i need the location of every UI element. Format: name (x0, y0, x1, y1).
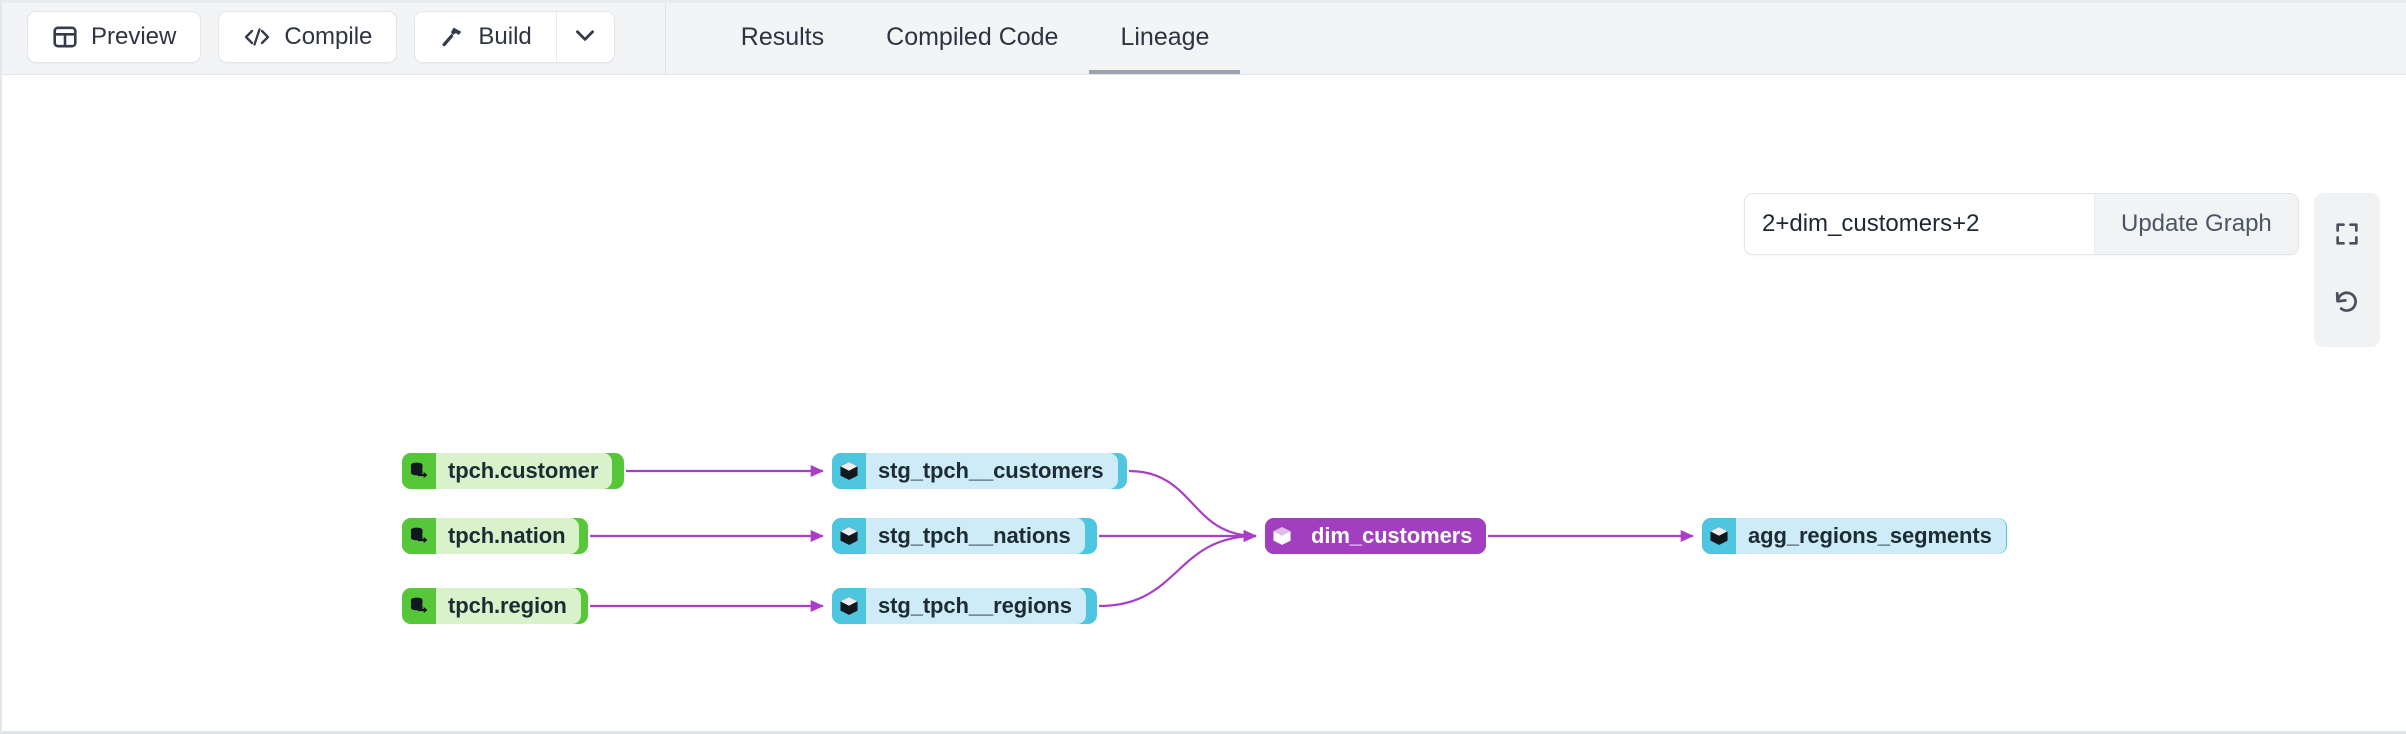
lineage-node-label: tpch.region (436, 588, 581, 624)
build-dropdown-toggle[interactable] (555, 12, 614, 62)
action-button-group: Preview Compile (2, 0, 666, 74)
tab-compiled-code-label: Compiled Code (886, 22, 1059, 51)
fullscreen-button[interactable] (2314, 201, 2380, 269)
update-graph-button[interactable]: Update Graph (2094, 194, 2298, 254)
lineage-edges (590, 465, 1694, 612)
reset-graph-button[interactable] (2314, 269, 2380, 337)
view-tabs: Results Compiled Code Lineage (666, 0, 1241, 74)
tab-lineage[interactable]: Lineage (1089, 0, 1241, 74)
graph-tool-stack (2314, 193, 2380, 347)
cube-model-icon (832, 588, 866, 624)
lineage-node-label: agg_regions_segments (1736, 518, 2006, 554)
compile-button-label: Compile (284, 23, 373, 50)
database-source-icon (402, 518, 436, 554)
table-icon (52, 24, 78, 50)
lineage-node-label: dim_customers (1299, 518, 1487, 554)
lineage-node-tpch_nation[interactable]: tpch.nation (402, 518, 588, 554)
tab-compiled-code[interactable]: Compiled Code (855, 0, 1089, 74)
tab-results[interactable]: Results (710, 0, 855, 74)
reset-rotate-ccw-icon (2333, 288, 2361, 319)
lineage-node-dim_customers[interactable]: dim_customers (1265, 518, 1487, 554)
lineage-node-label: tpch.customer (436, 453, 613, 489)
build-button[interactable]: Build (415, 12, 556, 62)
lineage-node-stg_tpch_customers[interactable]: stg_tpch__customers (832, 453, 1127, 489)
build-split-button: Build (414, 11, 615, 63)
tab-lineage-label: Lineage (1120, 22, 1210, 51)
build-button-label: Build (478, 23, 532, 50)
hammer-icon (439, 24, 465, 50)
tab-results-label: Results (740, 22, 825, 51)
lineage-edge-stg_tpch_customers-to-dim_customers (1128, 469, 1257, 542)
cube-model-icon (832, 518, 866, 554)
database-source-icon (402, 588, 436, 624)
database-source-icon (402, 453, 436, 489)
lineage-edge-stg_tpch_regions-to-dim_customers (1098, 530, 1257, 608)
lineage-node-label: stg_tpch__regions (866, 588, 1086, 624)
chevron-down-icon (572, 22, 598, 53)
lineage-canvas[interactable]: tpch.customer tpch.nation tpch.region stg_t… (2, 75, 2406, 731)
top-toolbar: Preview Compile (2, 0, 2406, 75)
graph-layer: tpch.customer tpch.nation tpch.region stg_t… (2, 75, 2406, 731)
lineage-node-tpch_customer[interactable]: tpch.customer (402, 453, 624, 489)
compile-button[interactable]: Compile (218, 11, 398, 63)
update-graph-label: Update Graph (2121, 210, 2272, 237)
lineage-node-label: stg_tpch__customers (866, 453, 1118, 489)
code-brackets-icon (243, 25, 271, 49)
lineage-node-tpch_region[interactable]: tpch.region (402, 588, 588, 624)
preview-button[interactable]: Preview (27, 11, 202, 63)
expand-fullscreen-icon (2333, 220, 2361, 251)
cube-model-icon (1702, 518, 1736, 554)
lineage-node-agg_regions_segments[interactable]: agg_regions_segments (1702, 518, 2007, 554)
graph-selector-control: Update Graph (1744, 193, 2299, 255)
lineage-node-stg_tpch_nations[interactable]: stg_tpch__nations (832, 518, 1097, 554)
preview-button-label: Preview (91, 23, 177, 50)
graph-selector-input[interactable] (1745, 194, 2094, 254)
cube-model-icon (832, 453, 866, 489)
lineage-node-label: stg_tpch__nations (866, 518, 1085, 554)
cube-model-icon (1265, 518, 1299, 554)
lineage-node-stg_tpch_regions[interactable]: stg_tpch__regions (832, 588, 1097, 624)
toolbar-divider (664, 3, 666, 74)
lineage-node-label: tpch.nation (436, 518, 580, 554)
